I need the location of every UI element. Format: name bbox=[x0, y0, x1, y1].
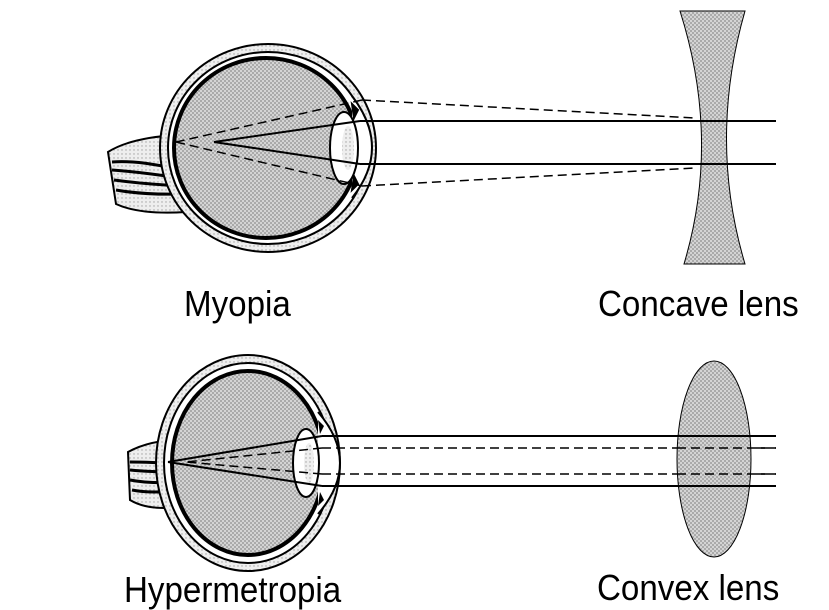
concave-lens-shape bbox=[679, 10, 746, 265]
concave-lens-label: Concave lens bbox=[598, 283, 799, 324]
hypermetropia-label: Hypermetropia bbox=[124, 569, 342, 610]
convex-lens-label: Convex lens bbox=[597, 567, 780, 608]
convex-lens-shape bbox=[676, 360, 752, 558]
myopia-label: Myopia bbox=[184, 283, 291, 324]
hypermetropia-eye bbox=[126, 354, 341, 572]
hypermetropia-cornea bbox=[317, 411, 341, 515]
myopia-eye bbox=[106, 43, 377, 253]
